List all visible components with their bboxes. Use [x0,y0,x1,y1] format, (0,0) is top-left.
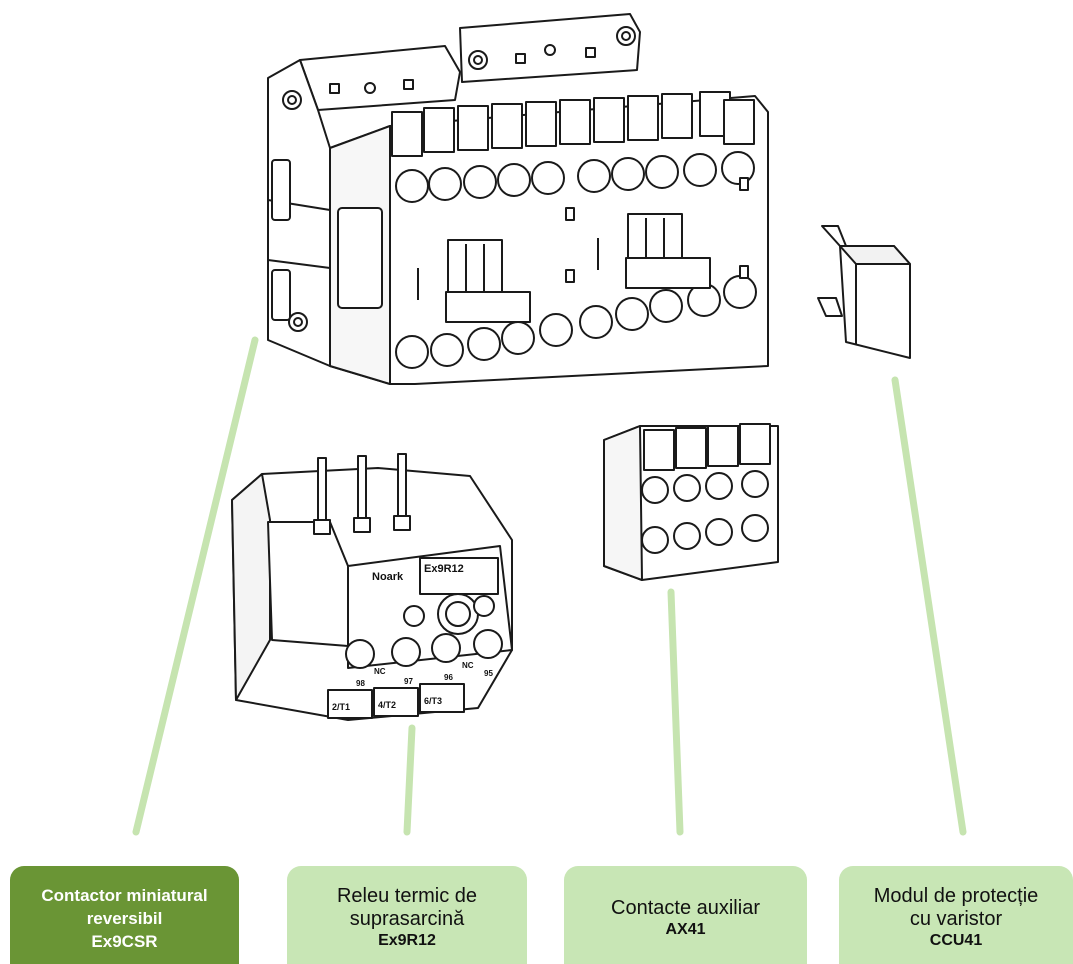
label-contactor-line2: reversibil [86,908,163,928]
leader-line-contactor [132,336,259,836]
thermal-relay-drawing [231,453,513,721]
label-varistor-code: CCU41 [929,932,983,949]
relay-t3-marking: 6/T3 [424,696,442,706]
label-aux-contacts: Contacte auxiliar AX41 [564,866,807,964]
label-relay: Releu termic de suprasarcină Ex9R12 [287,866,527,964]
relay-nc-left-marking: NC [374,667,386,676]
reversing-contactor-drawing [267,13,769,385]
label-contactor-line1: Contactor miniatural [41,885,208,905]
relay-brand-marking: Noark [372,571,404,583]
label-relay-line1: Releu termic de [336,885,478,907]
varistor-module-drawing [817,225,911,359]
relay-97-marking: 97 [404,677,413,686]
label-varistor-line1: Modul de protecție [873,885,1039,907]
label-varistor: Modul de protecție cu varistor CCU41 [839,866,1073,964]
relay-t1-marking: 2/T1 [332,702,350,712]
label-varistor-line2: cu varistor [909,908,1003,930]
leader-line-varistor [891,376,967,836]
label-aux-line1: Contacte auxiliar [611,896,760,919]
label-aux-code: AX41 [665,920,706,938]
relay-nc-right-marking: NC [462,661,474,670]
label-contactor: Contactor miniatural reversibil Ex9CSR [10,866,239,964]
relay-model-marking: Ex9R12 [424,563,464,575]
aux-contact-drawing [603,423,779,581]
label-relay-code: Ex9R12 [378,932,436,949]
relay-98-marking: 98 [356,679,365,688]
leader-line-aux [667,588,684,836]
relay-t2-marking: 4/T2 [378,700,396,710]
label-contactor-code: Ex9CSR [91,931,158,951]
leader-line-relay [403,724,416,836]
label-relay-line2: suprasarcină [349,908,465,930]
relay-95-marking: 95 [484,669,493,678]
relay-96-marking: 96 [444,673,453,682]
